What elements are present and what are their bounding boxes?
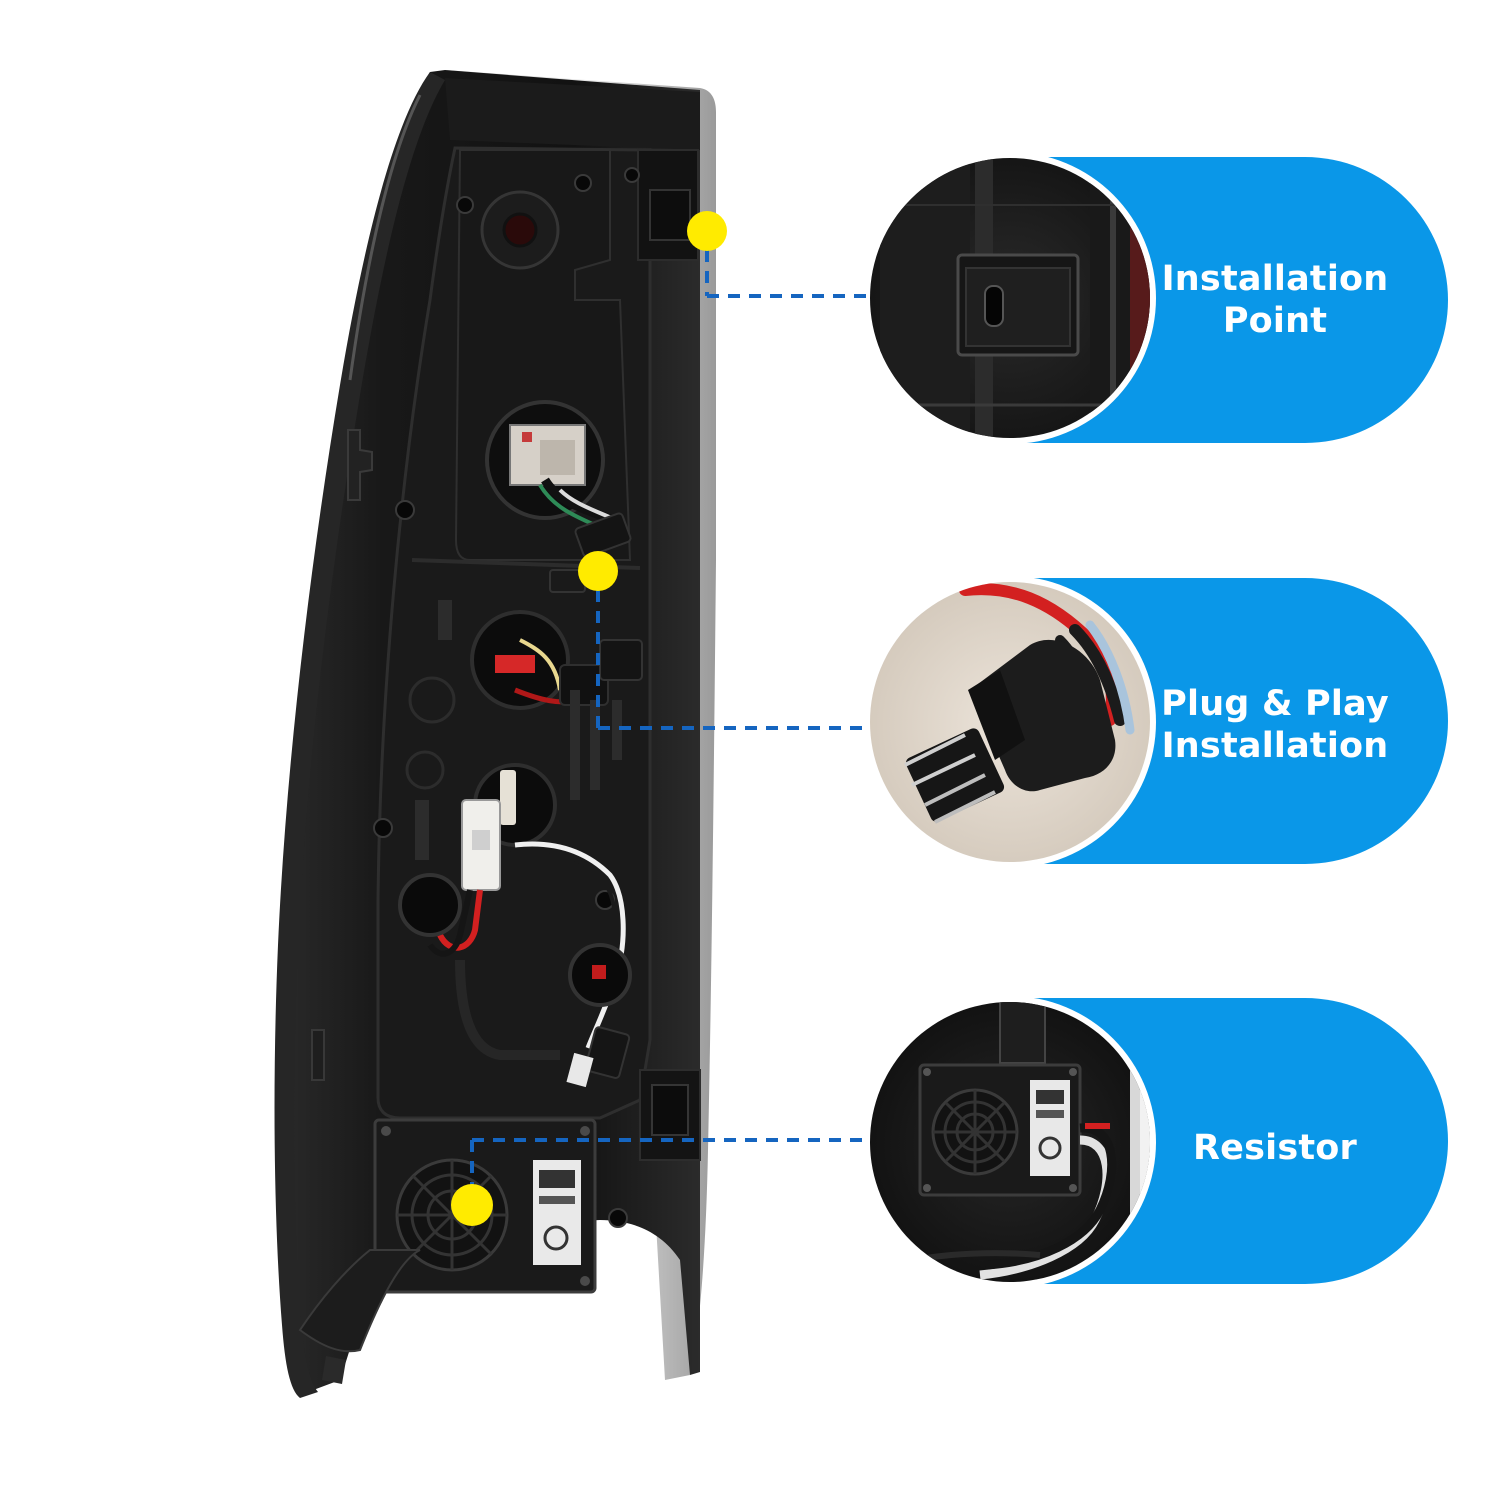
leader-line-installation-point [705, 250, 868, 298]
leader-line-plug-and-play [596, 590, 868, 730]
marker-dot-plug-and-play [578, 551, 618, 591]
callout-label-line-1: Plug & Play [1161, 684, 1389, 724]
leader-line-resistor [470, 1138, 868, 1185]
mounting-tab-closeup-icon [864, 152, 1156, 444]
callout-label-plug-and-play: Plug & Play Installation [1140, 675, 1410, 775]
callout-label-line-2: Point [1222, 301, 1328, 341]
resistor-closeup-icon [864, 996, 1156, 1288]
callout-label-installation-point: Installation Point [1140, 250, 1410, 350]
marker-dot-installation-point [687, 211, 727, 251]
callout-label-line-1: Resistor [1193, 1128, 1357, 1168]
tail-light-rear-housing-icon [274, 70, 716, 1398]
bulb-socket-connector-closeup-icon [864, 576, 1156, 868]
callout-label-line-1: Installation [1161, 259, 1389, 299]
callout-label-line-2: Installation [1161, 726, 1389, 766]
callout-label-resistor: Resistor [1140, 1118, 1410, 1178]
marker-dot-resistor [451, 1184, 493, 1226]
